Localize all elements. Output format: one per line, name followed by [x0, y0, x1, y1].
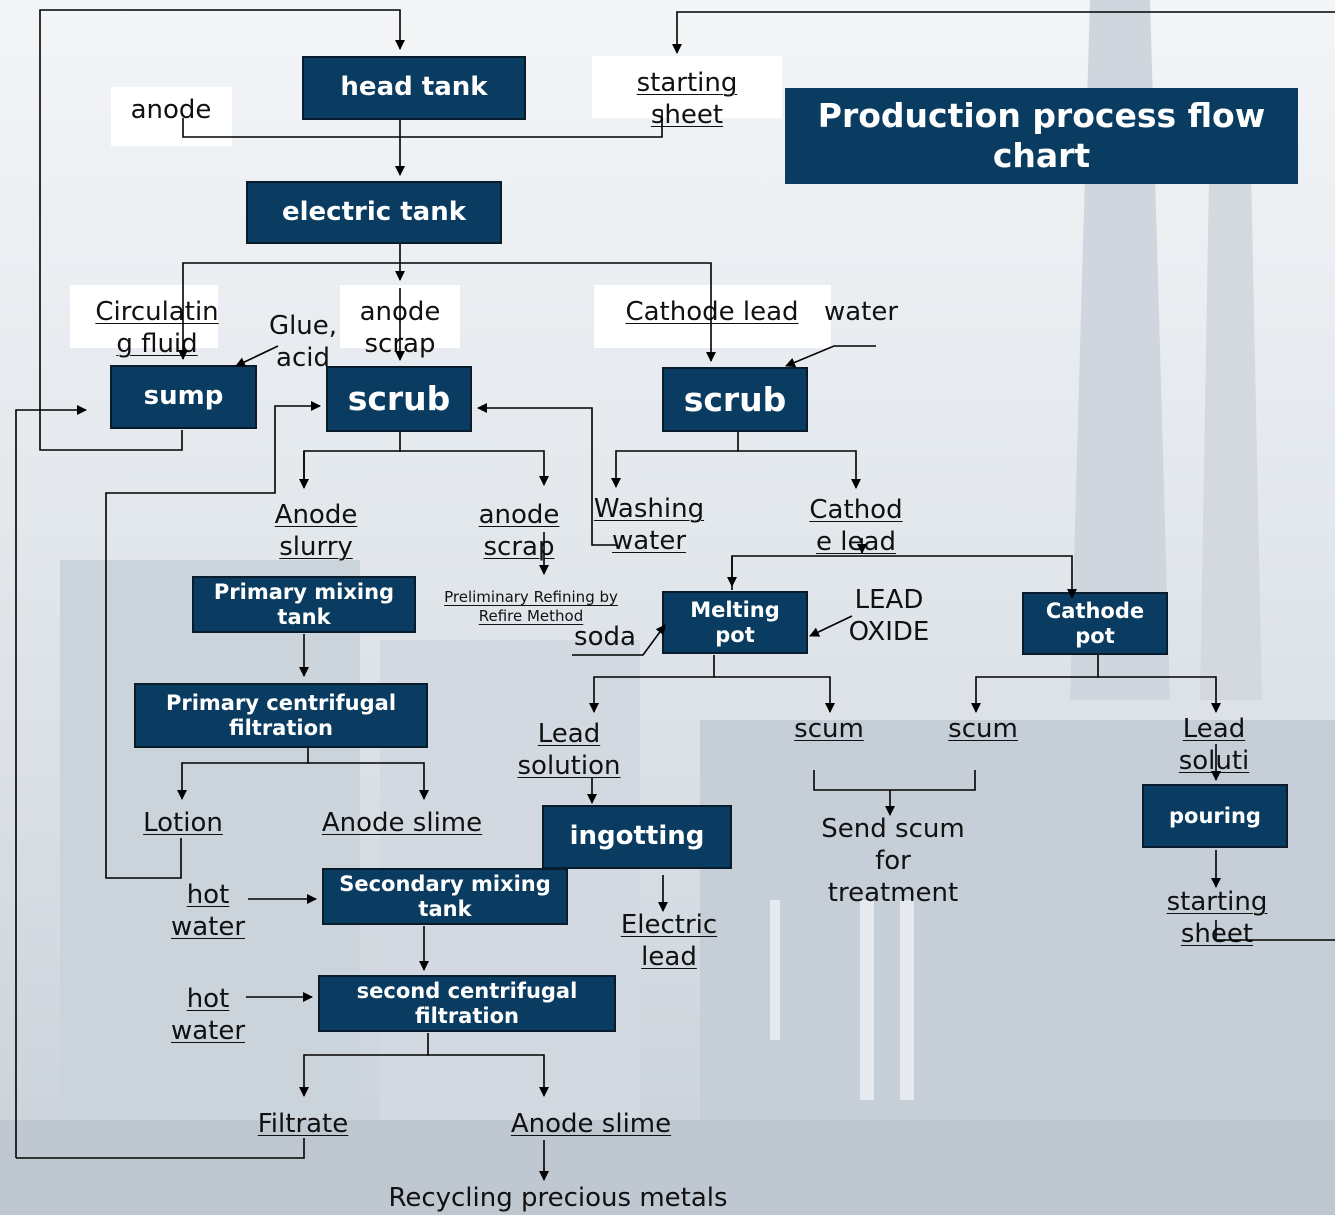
scrub-right-box: scrub [662, 367, 808, 432]
cathode-lead-label-bg [594, 285, 831, 348]
anode-scrap-mid-label: anode scrap [478, 500, 560, 562]
lead-solution-right-label: Lead soluti [1178, 714, 1250, 776]
water-label: water [823, 297, 899, 327]
electric-tank-box: electric tank [246, 181, 502, 244]
cathode-lead-top-label: Cathode lead [625, 297, 799, 327]
cathode-pot-box: Cathode pot [1022, 592, 1168, 655]
chart-title: Production process flow chart [785, 88, 1298, 184]
filtrate-label: Filtrate [257, 1109, 349, 1139]
scum-right-label: scum [948, 714, 1018, 744]
second-centrifugal-filtration-box: second centrifugal filtration [318, 975, 616, 1032]
cathode-lead-mid-label: Cathode lead [809, 495, 903, 557]
glue-acid-label: Glue, acid [268, 311, 338, 373]
hot-water-1-label: hot water [170, 880, 246, 942]
hot-water-2-label: hot water [170, 984, 246, 1046]
anode-slurry-label: Anode slurry [274, 500, 358, 562]
electric-lead-label: Electric lead [620, 910, 718, 972]
secondary-mixing-tank-box: Secondary mixing tank [322, 868, 568, 925]
pouring-box: pouring [1142, 784, 1288, 848]
sump-box: sump [110, 365, 257, 429]
soda-label: soda [574, 622, 636, 652]
melting-pot-box: Melting pot [662, 591, 808, 654]
starting-sheet-bottom-label: starting sheet [1166, 887, 1268, 949]
starting-sheet-top-label: starting sheet [636, 68, 738, 130]
lotion-label: Lotion [143, 808, 223, 838]
starting-sheet-label-bg [592, 56, 782, 118]
washing-water-label: Washing water [593, 494, 705, 556]
anode-slime-2-label: Anode slime [510, 1109, 672, 1139]
anode-label: anode [130, 95, 212, 125]
anode-scrap-top-label: anode scrap [359, 297, 441, 359]
recycling-label: Recycling precious metals [388, 1183, 728, 1213]
lead-oxide-label: LEAD OXIDE [848, 585, 930, 647]
anode-slime-1-label: Anode slime [321, 808, 483, 838]
send-scum-label: Send scum for treatment [821, 814, 965, 908]
lead-solution-left-label: Lead solution [517, 719, 621, 781]
primary-mixing-tank-box: Primary mixing tank [192, 576, 416, 633]
preliminary-refining-label: Preliminary Refining by Refire Method [444, 588, 618, 625]
head-tank-box: head tank [302, 56, 526, 120]
scrub-left-box: scrub [326, 366, 472, 432]
circulating-fluid-label: Circulating fluid [95, 297, 219, 359]
ingotting-box: ingotting [542, 805, 732, 869]
primary-centrifugal-filtration-box: Primary centrifugal filtration [134, 683, 428, 748]
scum-left-label: scum [794, 714, 864, 744]
